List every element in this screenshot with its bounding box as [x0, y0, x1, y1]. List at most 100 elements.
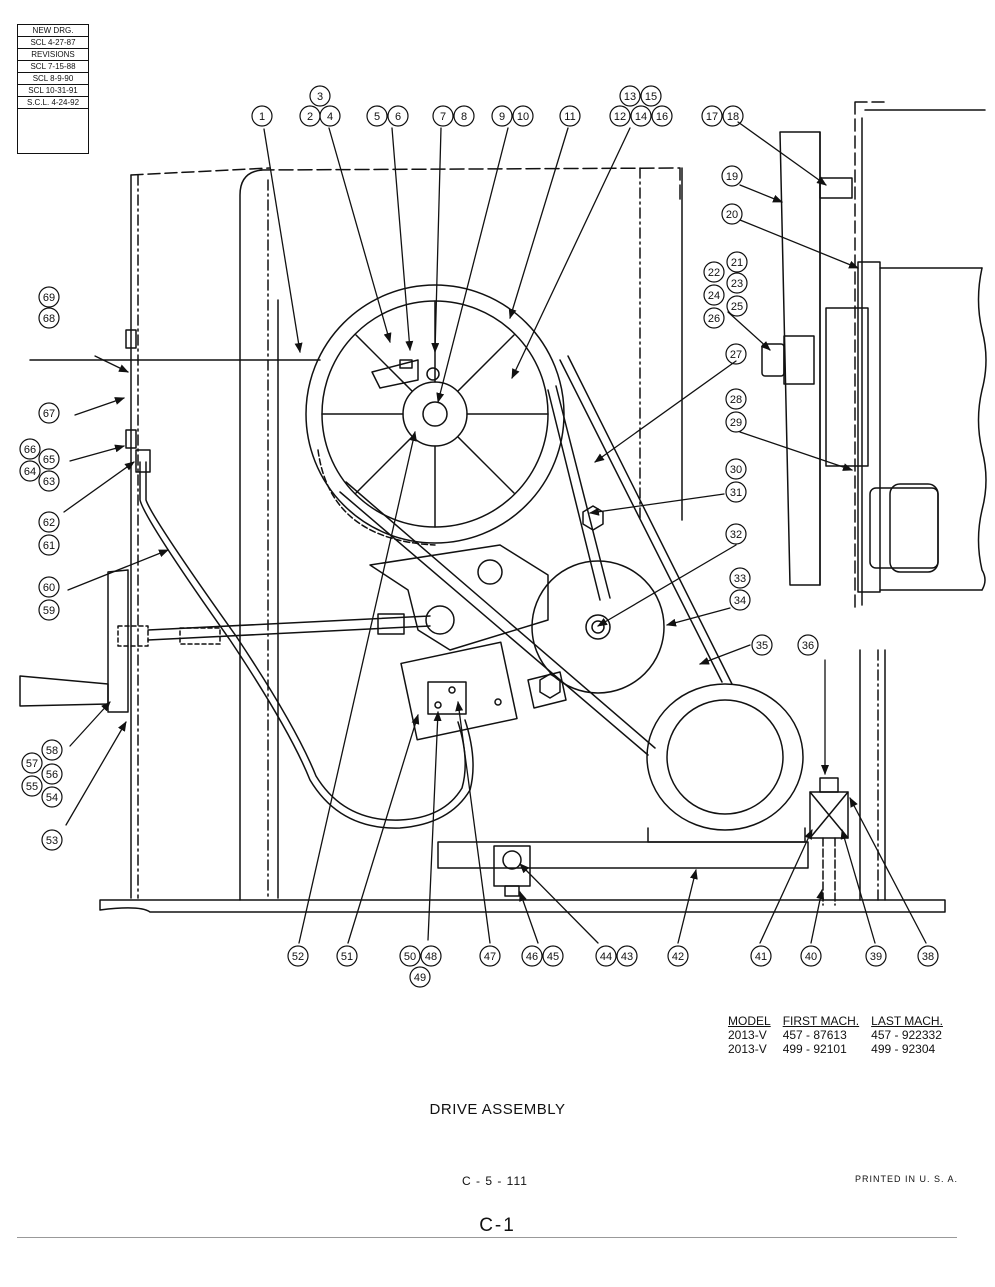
svg-text:3: 3: [317, 91, 323, 103]
bottom-rule: [17, 1237, 957, 1238]
revision-header: NEW DRG.: [18, 25, 88, 37]
brake-bracket: [371, 359, 440, 389]
svg-text:14: 14: [635, 111, 647, 123]
svg-text:42: 42: [672, 951, 684, 963]
callout-2: 2: [299, 105, 321, 127]
last-mach-cell: 499 - 92304: [871, 1042, 936, 1056]
page-id: C-1: [479, 1215, 516, 1236]
svg-text:58: 58: [46, 745, 58, 757]
svg-text:35: 35: [756, 640, 768, 652]
svg-text:2: 2: [307, 111, 313, 123]
last-mach-cell: 457 - 922332: [871, 1028, 942, 1042]
svg-text:16: 16: [656, 111, 668, 123]
drawing-title: DRIVE ASSEMBLY: [429, 1101, 566, 1118]
svg-text:41: 41: [755, 951, 767, 963]
svg-text:49: 49: [414, 972, 426, 984]
idler-assembly: [369, 505, 665, 709]
drive-pulley: [305, 284, 565, 546]
svg-text:22: 22: [708, 267, 720, 279]
svg-text:13: 13: [624, 91, 636, 103]
callout-42: 42: [667, 945, 689, 967]
svg-text:50: 50: [404, 951, 416, 963]
svg-text:8: 8: [461, 111, 467, 123]
svg-text:60: 60: [43, 582, 55, 594]
svg-text:52: 52: [292, 951, 304, 963]
callout-53: 53: [41, 829, 63, 851]
svg-text:26: 26: [708, 313, 720, 325]
svg-text:12: 12: [614, 111, 626, 123]
callout-bubbles: 1 3 2 4 5 6 7 8 9 10 11 13 15 12 14 16 1…: [19, 85, 939, 988]
drive-belts: [339, 355, 733, 756]
svg-text:45: 45: [547, 951, 559, 963]
document-number: C - 5 - 111: [462, 1174, 528, 1188]
svg-text:25: 25: [731, 301, 743, 313]
callout-48: 48: [420, 945, 442, 967]
svg-text:43: 43: [621, 951, 633, 963]
callout-56: 56: [41, 763, 63, 785]
svg-text:57: 57: [26, 758, 38, 770]
callout-67: 67: [38, 402, 60, 424]
callout-4: 4: [319, 105, 341, 127]
callout-63: 63: [38, 470, 60, 492]
callout-32: 32: [725, 523, 747, 545]
svg-text:34: 34: [734, 595, 746, 607]
callout-69: 69: [38, 286, 60, 308]
svg-text:56: 56: [46, 769, 58, 781]
callout-38: 38: [917, 945, 939, 967]
callout-8: 8: [453, 105, 475, 127]
svg-text:17: 17: [706, 111, 718, 123]
svg-text:33: 33: [734, 573, 746, 585]
last-mach-header: LAST MACH.: [871, 1014, 943, 1028]
revision-original: SCL 4-27-87: [18, 37, 88, 49]
svg-text:61: 61: [43, 540, 55, 552]
callout-7: 7: [432, 105, 454, 127]
callout-55: 55: [21, 775, 43, 797]
callout-21: 21: [726, 251, 748, 273]
adjusting-bolt: [809, 777, 849, 906]
callout-23: 23: [726, 272, 748, 294]
svg-text:53: 53: [46, 835, 58, 847]
svg-text:38: 38: [922, 951, 934, 963]
callout-33: 33: [729, 567, 751, 589]
callout-41: 41: [750, 945, 772, 967]
svg-text:51: 51: [341, 951, 353, 963]
revision-entry: SCL 7-15-88: [18, 61, 88, 73]
svg-text:5: 5: [374, 111, 380, 123]
callout-25: 25: [726, 295, 748, 317]
svg-text:15: 15: [645, 91, 657, 103]
callout-29: 29: [725, 411, 747, 433]
callout-62: 62: [38, 511, 60, 533]
printed-notice: PRINTED IN U. S. A.: [855, 1174, 959, 1184]
callout-16: 16: [651, 105, 673, 127]
svg-text:21: 21: [731, 257, 743, 269]
svg-text:23: 23: [731, 278, 743, 290]
callout-22: 22: [703, 261, 725, 283]
svg-text:46: 46: [526, 951, 538, 963]
svg-text:29: 29: [730, 417, 742, 429]
callout-58: 58: [41, 739, 63, 761]
callout-12: 12: [609, 105, 631, 127]
callout-61: 61: [38, 534, 60, 556]
callout-17: 17: [701, 105, 723, 127]
svg-text:19: 19: [726, 171, 738, 183]
callout-15: 15: [640, 85, 662, 107]
callout-44: 44: [595, 945, 617, 967]
callout-57: 57: [21, 752, 43, 774]
svg-text:69: 69: [43, 292, 55, 304]
callout-34: 34: [729, 589, 751, 611]
callout-49: 49: [409, 966, 431, 988]
callout-1: 1: [251, 105, 273, 127]
callout-60: 60: [38, 576, 60, 598]
svg-text:39: 39: [870, 951, 882, 963]
svg-text:9: 9: [499, 111, 505, 123]
first-mach-cell: 499 - 92101: [782, 1042, 847, 1056]
callout-27: 27: [725, 343, 747, 365]
revision-entry: S.C.L. 4-24-92: [18, 97, 88, 109]
svg-text:24: 24: [708, 290, 720, 302]
svg-text:67: 67: [43, 408, 55, 420]
revision-entry: SCL 8-9-90: [18, 73, 88, 85]
callout-39: 39: [865, 945, 887, 967]
svg-text:27: 27: [730, 349, 742, 361]
callout-30: 30: [725, 458, 747, 480]
callout-59: 59: [38, 599, 60, 621]
